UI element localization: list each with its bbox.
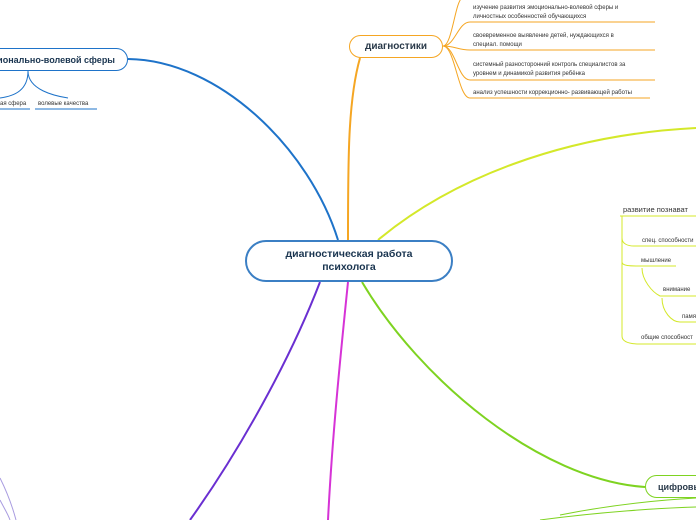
- emo-child-1-label: ая сфера: [0, 101, 27, 107]
- link-lavender-2: [0, 499, 11, 520]
- link-cognitive: [377, 127, 696, 241]
- diag-sub-link-top: [442, 0, 462, 47]
- emo-child-2-label: волевые качества: [38, 101, 89, 107]
- diagnostics-title: диагностики: [365, 41, 427, 52]
- cog-item-2[interactable]: мышление: [641, 257, 671, 266]
- diag-item-2[interactable]: своевременное выявление детей, нуждающих…: [473, 32, 614, 49]
- cog-item-5[interactable]: общие способност: [641, 334, 693, 343]
- diag-sub-link-4: [442, 45, 650, 99]
- cog-item-4-label: памя: [682, 314, 696, 320]
- link-lavender: [0, 477, 17, 520]
- diag-item-3-line2: уровнем и динамикой развития ребёнка: [473, 70, 585, 77]
- emo-sub-link-2: [27, 70, 69, 99]
- emo-child-1[interactable]: ая сфера: [0, 100, 26, 109]
- digital-title: цифровы: [658, 481, 696, 492]
- link-magenta: [327, 281, 349, 520]
- diag-sub-link-1: [442, 21, 655, 47]
- emotional-volitional-node[interactable]: ционально-волевой сферы: [0, 48, 128, 71]
- cog-item-2-label: мышление: [641, 258, 672, 264]
- diag-item-2-line2: специал. помощи: [473, 41, 522, 48]
- diag-item-3[interactable]: системный разносторонний контроль специа…: [473, 61, 625, 78]
- cog-item-5-label: общие способност: [641, 335, 693, 341]
- link-digital: [361, 281, 646, 488]
- diag-item-1-line1: изучение развития эмоционально-волевой с…: [473, 5, 619, 11]
- emotional-title: ционально-волевой сферы: [0, 54, 115, 65]
- emo-child-2[interactable]: волевые качества: [38, 100, 88, 109]
- emo-sub-link-1: [0, 70, 29, 99]
- cog-sub-link-4: [661, 297, 696, 323]
- link-emotional: [127, 58, 339, 241]
- diag-item-3-line1: системный разносторонний контроль специа…: [473, 62, 626, 68]
- diag-item-1[interactable]: изучение развития эмоционально-волевой с…: [473, 4, 618, 21]
- diag-item-4-line1: анализ успешности коррекционно- развиваю…: [473, 90, 632, 96]
- cognitive-node[interactable]: развитие познават: [623, 205, 688, 215]
- cog-item-4[interactable]: памя: [682, 313, 696, 322]
- central-title-line1: диагностическая работа: [285, 248, 413, 260]
- cog-item-3-label: внимание: [663, 287, 691, 293]
- link-diagnostics: [347, 57, 361, 241]
- cog-sub-link-5: [621, 262, 696, 345]
- cog-item-1-label: спец. способности: [642, 238, 694, 244]
- link-purple: [189, 281, 321, 520]
- cognitive-title: развитие познават: [623, 205, 688, 214]
- diag-item-2-line1: своевременное выявление детей, нуждающих…: [473, 33, 614, 39]
- diag-item-1-line2: личностных особенностей обучающихся: [473, 13, 587, 20]
- cog-sub-link-2: [621, 238, 641, 267]
- central-node[interactable]: диагностическая работа психолога: [245, 240, 453, 282]
- cog-sub-link-3: [641, 267, 696, 297]
- digital-node[interactable]: цифровы: [645, 475, 696, 498]
- cog-item-1[interactable]: спец. способности: [642, 237, 694, 246]
- cog-item-3[interactable]: внимание: [663, 286, 690, 295]
- central-title-line2: психолога: [322, 261, 376, 273]
- diagnostics-node[interactable]: диагностики: [349, 35, 443, 58]
- diag-item-4[interactable]: анализ успешности коррекционно- развиваю…: [473, 89, 632, 98]
- digi-sub-link-2: [539, 506, 696, 520]
- digi-sub-link-1: [559, 497, 696, 516]
- diag-sub-link-2: [442, 45, 655, 51]
